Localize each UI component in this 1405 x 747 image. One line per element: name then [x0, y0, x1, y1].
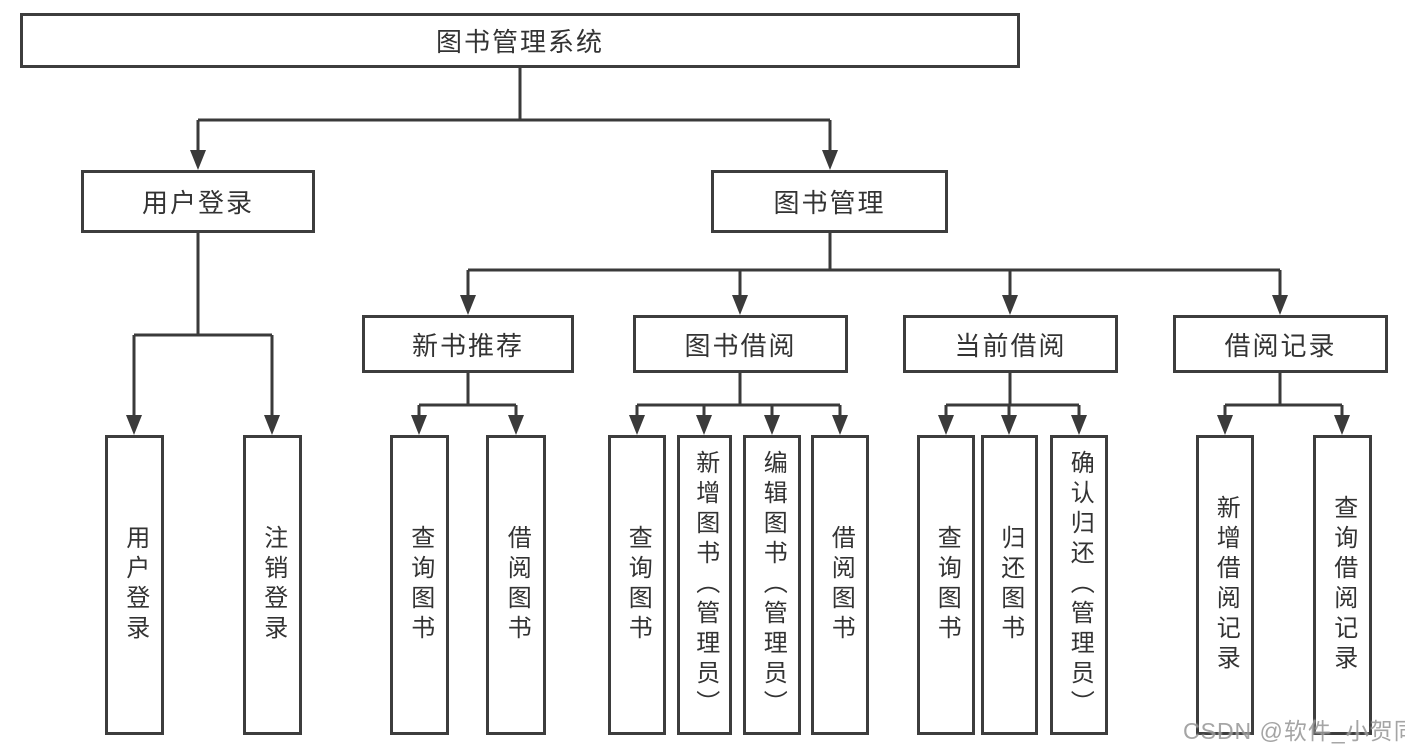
node-current-borrow-label: 当前借阅	[954, 330, 1067, 361]
node-return-books: 归还图书	[981, 435, 1038, 735]
arrowhead	[938, 415, 954, 435]
arrowhead	[411, 415, 427, 435]
connector-user-login	[126, 233, 280, 435]
node-current-query-books-label: 查询图书	[933, 525, 961, 645]
node-current-query-books: 查询图书	[917, 435, 975, 735]
arrowhead	[732, 295, 748, 315]
node-user-login-label: 用户登录	[141, 188, 254, 218]
node-borrow-query-books: 查询图书	[608, 435, 666, 735]
arrowhead	[126, 415, 142, 435]
node-logout-leaf-label: 注销登录	[259, 525, 287, 645]
node-borrow-query-books-label: 查询图书	[624, 525, 652, 645]
node-book-borrow: 图书借阅	[633, 315, 848, 373]
arrowhead	[629, 415, 645, 435]
arrowhead	[1272, 295, 1288, 315]
node-book-borrow-label: 图书借阅	[684, 330, 797, 361]
arrowhead	[1071, 415, 1087, 435]
node-add-borrow-record: 新增借阅记录	[1196, 435, 1254, 735]
arrowhead	[1217, 415, 1233, 435]
node-recommend-borrow-books: 借阅图书	[486, 435, 546, 735]
node-book-management-label: 图书管理	[773, 188, 886, 218]
node-borrow-borrow-books: 借阅图书	[811, 435, 869, 735]
connector-current-borrow	[938, 373, 1087, 435]
arrowhead	[1001, 415, 1017, 435]
arrowhead	[508, 415, 524, 435]
node-borrow-borrow-books-label: 借阅图书	[827, 525, 855, 645]
node-root: 图书管理系统	[20, 13, 1020, 68]
connector-book-borrow	[629, 373, 848, 435]
node-borrow-records: 借阅记录	[1173, 315, 1388, 373]
node-root-label: 图书管理系统	[435, 27, 604, 57]
connector-root	[190, 68, 838, 170]
connector-new-book-recommend	[411, 373, 524, 435]
arrowhead	[832, 415, 848, 435]
arrowhead	[190, 150, 206, 170]
node-borrow-records-label: 借阅记录	[1224, 330, 1337, 361]
arrowhead	[822, 150, 838, 170]
node-book-management: 图书管理	[711, 170, 948, 233]
node-login-leaf-label: 用户登录	[121, 525, 149, 645]
node-confirm-return-admin-label: 确认归还（管理员）	[1066, 450, 1094, 720]
node-new-book-recommend: 新书推荐	[362, 315, 574, 373]
node-query-borrow-record-label: 查询借阅记录	[1329, 495, 1357, 675]
node-edit-book-admin-label: 编辑图书（管理员）	[759, 450, 787, 720]
arrowhead	[696, 415, 712, 435]
node-add-borrow-record-label: 新增借阅记录	[1212, 495, 1240, 675]
arrowhead	[264, 415, 280, 435]
node-recommend-borrow-books-label: 借阅图书	[503, 525, 531, 645]
node-edit-book-admin: 编辑图书（管理员）	[743, 435, 801, 735]
connector-borrow-records	[1217, 373, 1350, 435]
node-logout-leaf: 注销登录	[243, 435, 302, 735]
node-add-book-admin: 新增图书（管理员）	[677, 435, 732, 735]
arrowhead	[460, 295, 476, 315]
node-return-books-label: 归还图书	[996, 525, 1024, 645]
node-recommend-query-books-label: 查询图书	[406, 525, 434, 645]
connector-book-management	[460, 233, 1288, 315]
arrowhead	[764, 415, 780, 435]
node-confirm-return-admin: 确认归还（管理员）	[1050, 435, 1108, 735]
node-new-book-recommend-label: 新书推荐	[411, 330, 524, 361]
node-recommend-query-books: 查询图书	[390, 435, 449, 735]
node-add-book-admin-label: 新增图书（管理员）	[691, 450, 719, 720]
node-login-leaf: 用户登录	[105, 435, 164, 735]
node-query-borrow-record: 查询借阅记录	[1313, 435, 1372, 735]
watermark: CSDN @软件_小贺同学	[1183, 718, 1405, 744]
node-user-login: 用户登录	[81, 170, 315, 233]
arrowhead	[1002, 295, 1018, 315]
node-current-borrow: 当前借阅	[903, 315, 1118, 373]
arrowhead	[1334, 415, 1350, 435]
